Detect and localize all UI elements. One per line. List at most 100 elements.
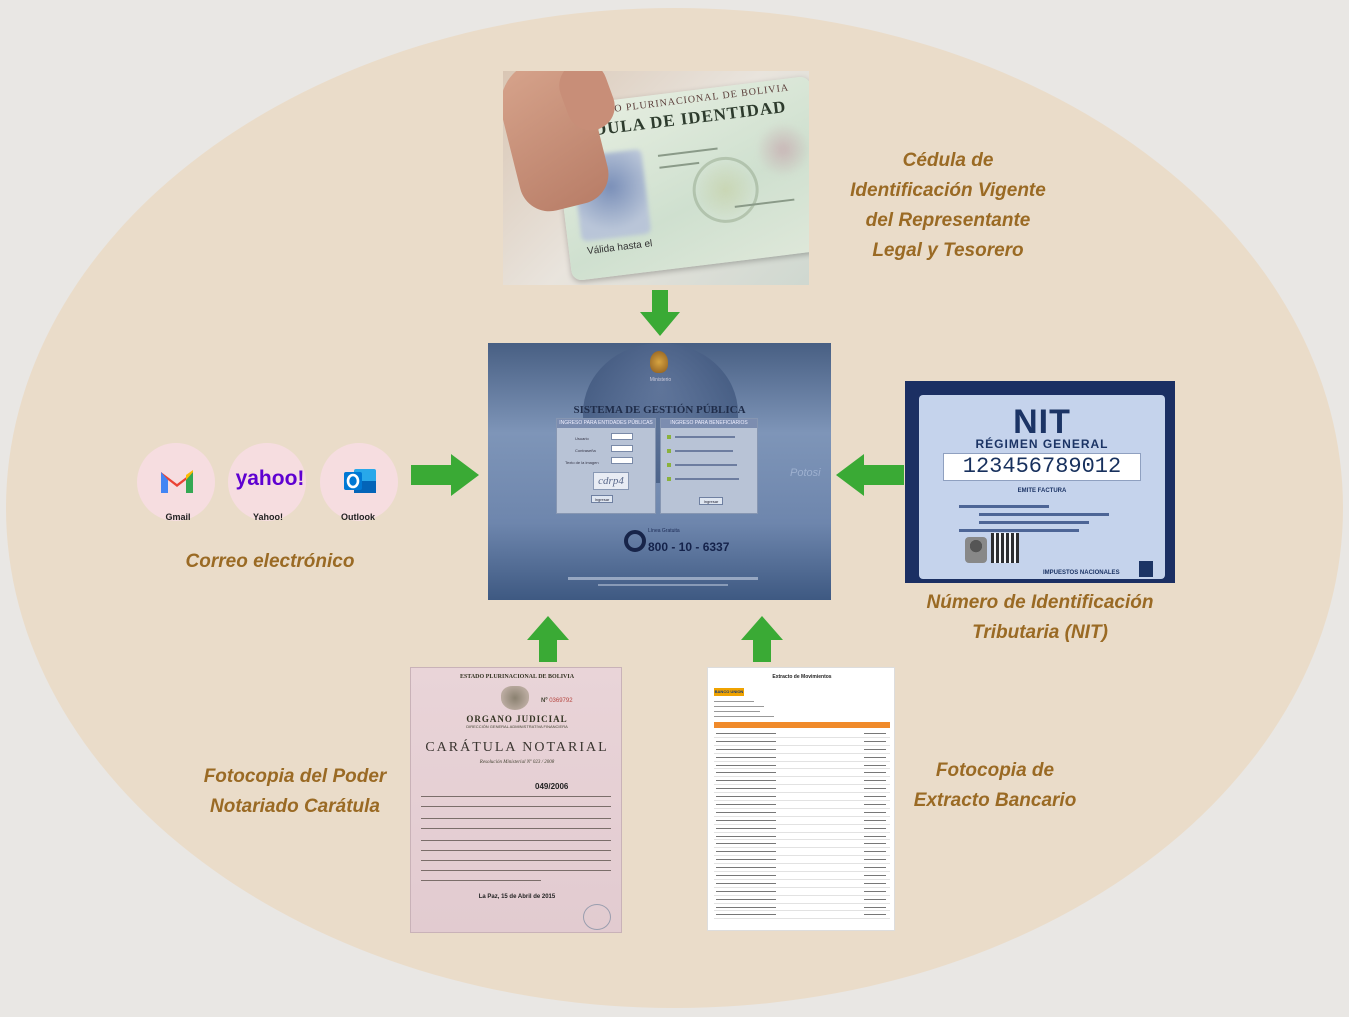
bank-table-row xyxy=(714,825,890,833)
notarial-line xyxy=(421,796,611,797)
sigep-login-screenshot: Ministerio SISTEMA DE GESTIÓN PÚBLICA IN… xyxy=(488,343,831,600)
notarial-line xyxy=(421,828,611,829)
notarial-seal-icon xyxy=(501,686,529,710)
ministry-text: Ministerio xyxy=(649,377,672,383)
nit-issuer: IMPUESTOS NACIONALES xyxy=(1043,570,1120,576)
notarial-line xyxy=(421,840,611,841)
arrow-left-icon xyxy=(836,454,904,496)
gmail-icon xyxy=(137,443,215,521)
gmail-label: Gmail xyxy=(165,512,191,522)
caption-line: Correo electrónico xyxy=(185,551,355,572)
notarial-number-prefix: Nº xyxy=(541,698,548,704)
qr-code-icon xyxy=(991,533,1019,563)
arrow-up-icon xyxy=(741,616,783,662)
bank-table-row xyxy=(714,880,890,888)
caption-line: Cédula de xyxy=(902,150,994,171)
notarial-line xyxy=(421,850,611,851)
bank-table-row xyxy=(714,809,890,817)
bank-table-row xyxy=(714,769,890,778)
caption-cedula: Cédula de Identificación Vigente del Rep… xyxy=(828,146,1068,266)
caption-extracto: Fotocopia de Extracto Bancario xyxy=(890,756,1100,816)
bank-table-row xyxy=(714,746,890,754)
bank-statement-image: Extracto de Movimientos BANCO UNION xyxy=(707,667,895,931)
field-label: Texto de la imagen xyxy=(565,460,599,465)
caption-line: Tributaria (NIT) xyxy=(972,622,1108,643)
sigep-title: SISTEMA DE GESTIÓN PÚBLICA xyxy=(573,404,746,416)
notarial-line xyxy=(421,860,611,861)
notarial-number-value: 0369792 xyxy=(549,698,573,704)
login-button: Ingresar xyxy=(591,495,613,503)
bank-table-row xyxy=(714,785,890,794)
caption-line: Número de Identificación xyxy=(926,592,1154,613)
footer-links xyxy=(568,577,758,580)
nit-card: NIT RÉGIMEN GENERAL 123456789012 EMITE F… xyxy=(919,395,1165,579)
help-line-label: Línea Gratuita xyxy=(648,528,680,534)
id-card-ghost-photo xyxy=(754,116,809,183)
bank-table-row xyxy=(714,738,890,746)
impuestos-logo-icon xyxy=(1139,561,1153,577)
nit-text-line xyxy=(959,505,1049,508)
captcha-input xyxy=(611,457,633,464)
bank-table-row xyxy=(714,817,890,825)
outlook-label: Outlook xyxy=(341,512,375,522)
bullet-icon xyxy=(667,449,671,453)
user-input xyxy=(611,433,633,440)
caption-line: Legal y Tesorero xyxy=(872,240,1024,261)
notarial-line xyxy=(421,870,611,871)
nit-regime: RÉGIMEN GENERAL xyxy=(975,437,1109,451)
option-line xyxy=(675,464,737,466)
bank-table-row xyxy=(714,793,890,802)
password-input xyxy=(611,445,633,452)
option-line xyxy=(675,436,735,438)
caption-correo: Correo electrónico xyxy=(150,547,390,577)
arrow-right-icon xyxy=(411,454,479,496)
bank-table-row xyxy=(714,762,890,770)
option-line xyxy=(675,450,733,452)
nit-text-line xyxy=(979,521,1089,524)
notarial-caratula-title: CARÁTULA NOTARIAL xyxy=(425,740,609,755)
bank-meta-line xyxy=(714,711,760,712)
bank-table-row xyxy=(714,777,890,786)
notarial-resolution: Resolución Ministerial Nº 023 / 2008 xyxy=(479,760,555,765)
bullet-icon xyxy=(667,435,671,439)
outlook-logo-icon xyxy=(344,469,376,493)
bank-table-row xyxy=(714,888,890,896)
caption-line: Extracto Bancario xyxy=(913,790,1077,811)
city-label: Potosi xyxy=(790,467,821,479)
yahoo-label: Yahoo! xyxy=(252,512,283,522)
bolivia-emblem-icon xyxy=(650,351,668,373)
id-card-image: ESTADO PLURINACIONAL DE BOLIVIA CEDULA D… xyxy=(503,71,809,285)
bank-table-row xyxy=(714,833,890,841)
beneficiarios-button: Ingresar xyxy=(699,497,723,505)
bank-table-row xyxy=(714,730,890,738)
bank-table-row xyxy=(714,848,890,857)
yahoo-icon: yahoo! xyxy=(228,443,306,521)
caption-line: Identificación Vigente xyxy=(850,180,1046,201)
bank-table-row xyxy=(714,872,890,880)
notarial-direction: DIRECCIÓN GENERAL ADMINISTRATIVA FINANCI… xyxy=(466,724,568,729)
nit-text-line xyxy=(979,513,1109,516)
outlook-icon xyxy=(320,443,398,521)
bank-statement-title: Extracto de Movimientos xyxy=(772,674,832,680)
yahoo-logo-text: yahoo! xyxy=(235,467,305,490)
bank-meta-line xyxy=(714,706,764,707)
captcha-image: cdrp4 xyxy=(593,472,629,490)
gmail-m-icon xyxy=(161,470,193,493)
notarial-line xyxy=(421,818,611,819)
nit-card-image: NIT RÉGIMEN GENERAL 123456789012 EMITE F… xyxy=(905,381,1175,583)
bullet-icon xyxy=(667,463,671,467)
caption-poder: Fotocopia del Poder Notariado Carátula xyxy=(180,762,410,822)
bank-meta-line xyxy=(714,701,754,702)
nit-number: 123456789012 xyxy=(943,453,1141,481)
phone-number: 800 - 10 - 6337 xyxy=(648,540,730,554)
arrow-up-icon xyxy=(527,616,569,662)
nit-text-line xyxy=(959,529,1079,532)
bank-table-header xyxy=(714,722,890,728)
field-label: Contraseña xyxy=(575,448,596,453)
bank-table-row xyxy=(714,856,890,865)
notarial-document-image: ESTADO PLURINACIONAL DE BOLIVIA Nº 03697… xyxy=(410,667,622,933)
notarial-line xyxy=(421,880,541,881)
id-card-seal xyxy=(688,153,763,227)
bank-meta-line xyxy=(714,716,774,717)
